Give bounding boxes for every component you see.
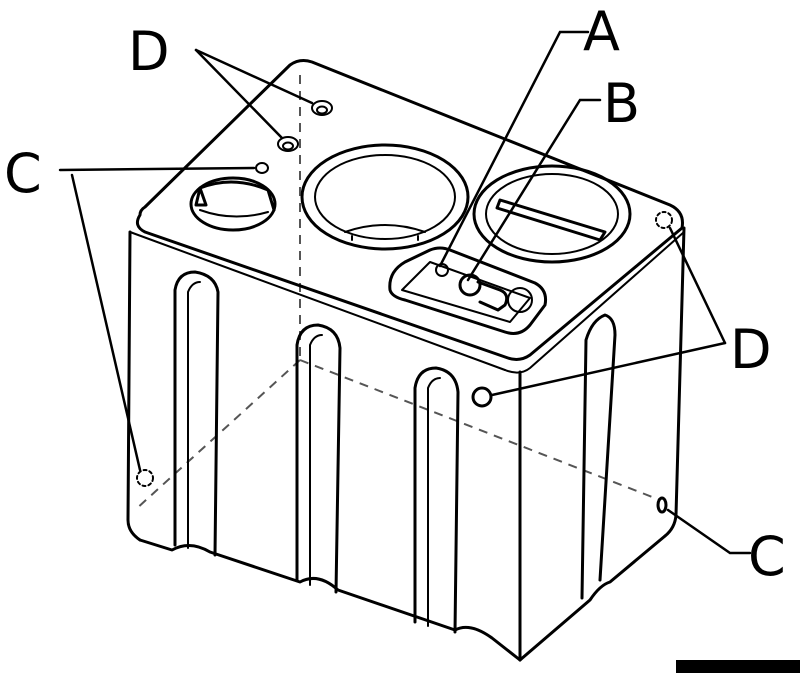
tank-body — [126, 59, 686, 662]
top-features — [136, 100, 673, 514]
label-b: B — [603, 72, 640, 135]
hole-d-top-1 — [311, 100, 333, 116]
label-a: A — [583, 0, 620, 63]
funnel-opening — [300, 143, 470, 251]
hidden-edges — [134, 75, 661, 511]
hole-c-left — [136, 469, 154, 487]
label-c-left: C — [4, 142, 42, 205]
hole-d-right-top — [655, 211, 673, 229]
front-ribs — [173, 270, 617, 634]
outlet-pocket — [388, 246, 547, 335]
top-face — [135, 59, 684, 361]
inspection-cap — [472, 164, 632, 264]
callout-labels: D C A B D C — [4, 0, 786, 588]
scale-bar — [676, 660, 800, 673]
label-c-right: C — [748, 525, 786, 588]
hole-c-top — [255, 162, 269, 174]
leader-lines — [58, 30, 752, 555]
cap-fitting — [189, 176, 277, 232]
hole-c-right — [656, 496, 668, 514]
label-d-right: D — [730, 318, 772, 381]
hole-d-front — [471, 386, 493, 408]
hole-d-top-2 — [277, 136, 299, 152]
label-d-top: D — [128, 20, 170, 83]
